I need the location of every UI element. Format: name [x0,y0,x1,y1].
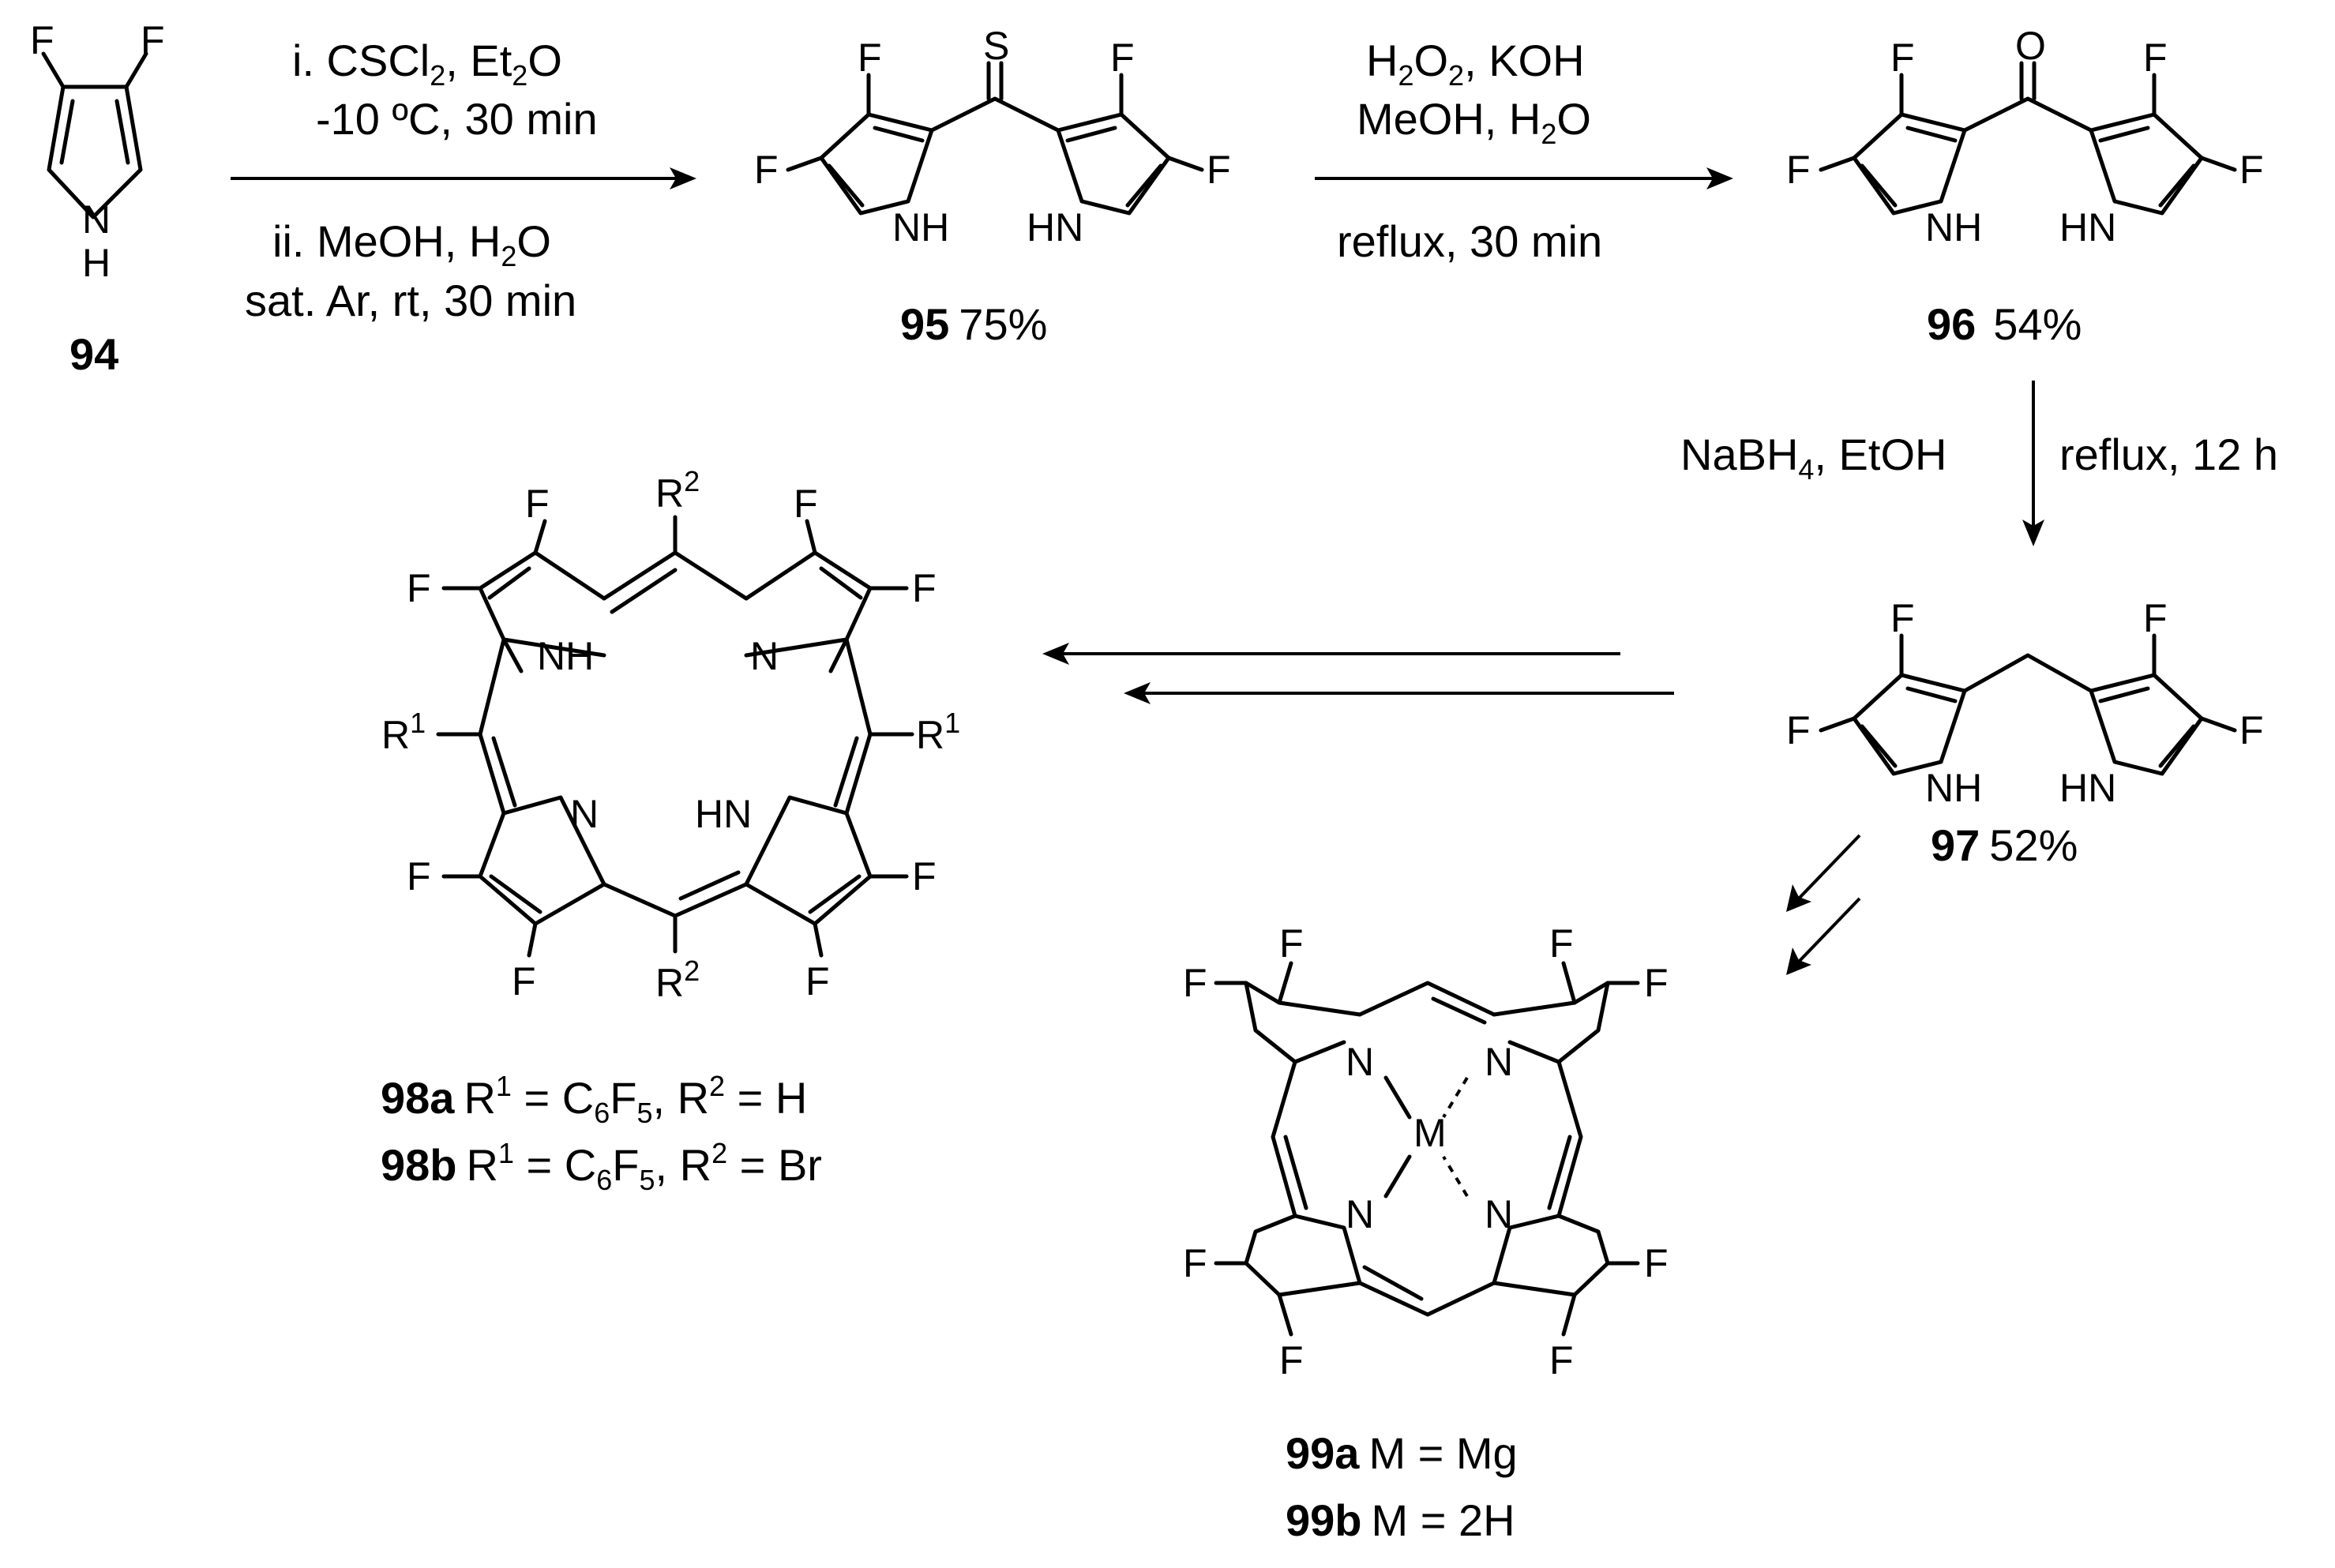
atom-f: F [1549,921,1574,966]
atom-hn: HN [1027,205,1083,249]
atom-f: F [1644,1241,1669,1285]
atom-nh-n: N [82,197,111,242]
atom-f: F [1644,961,1669,1005]
atom-nh: NH [1925,205,1982,249]
atom-f: F [1890,36,1915,80]
atom-nh: NH [892,205,949,249]
atom-f: F [1786,708,1811,752]
svg-text:reflux, 30 min: reflux, 30 min [1337,216,1602,266]
atom-f: F [2143,596,2168,640]
atom-f: F [2239,148,2264,192]
atom-f: F [805,959,830,1003]
svg-text:H2O2, KOH: H2O2, KOH [1366,36,1585,92]
atom-f: F [1183,961,1207,1005]
atom-nh: NH [537,634,594,678]
atom-f: F [525,482,550,526]
double-arrow-to-99 [1786,834,1861,975]
atom-n: N [570,792,599,836]
compound-94-label: 94 [69,329,118,379]
atom-f: F [141,18,165,62]
atom-n: N [750,634,779,678]
atom-f: F [1207,148,1231,192]
atom-f: F [754,148,779,192]
atom-f: F [1110,36,1135,80]
atom-r2: R2 [655,955,700,1005]
atom-f: F [1786,148,1811,192]
atom-f: F [912,854,937,898]
svg-text:i. CSCl2, Et2O: i. CSCl2, Et2O [292,36,562,92]
atom-f: F [2143,36,2168,80]
atom-f: F [1279,921,1304,966]
svg-text:sat. Ar, rt, 30 min: sat. Ar, rt, 30 min [245,276,576,325]
atom-r1: R1 [381,707,426,757]
svg-text:reflux, 12 h: reflux, 12 h [2059,430,2278,479]
step1-conditions: i. CSCl2, Et2O -10 ºC, 30 min ii. MeOH, … [231,36,696,325]
svg-text:ii. MeOH, H2O: ii. MeOH, H2O [272,216,551,272]
atom-f: F [1549,1338,1574,1382]
atom-o: O [2015,24,2046,68]
atom-f: F [30,18,54,62]
atom-f: F [407,854,431,898]
atom-r1: R1 [916,707,960,757]
atom-f: F [512,959,536,1003]
atom-f: F [1890,596,1915,640]
atom-f: F [2239,708,2264,752]
svg-text:-10 ºC, 30 min: -10 ºC, 30 min [316,94,598,144]
atom-f: F [1279,1338,1304,1382]
atom-hn: HN [2059,766,2116,810]
compound-94: F F N H 94 [30,18,165,379]
double-arrow-to-98 [1042,643,1674,704]
compound-98: F F F F R2 NH N R1 R1 N HN F F F F R2 98… [381,465,960,1196]
atom-r2: R2 [655,465,700,516]
atom-f: F [794,482,818,526]
svg-text:NaBH4, EtOH: NaBH4, EtOH [1680,430,1946,486]
atom-n: N [1346,1040,1374,1084]
atom-m: M [1413,1111,1447,1155]
atom-hn: HN [2059,205,2116,249]
atom-f: F [407,566,431,610]
atom-s: S [983,24,1009,68]
atom-n: N [1346,1192,1374,1236]
atom-f: F [912,566,937,610]
atom-hn: HN [695,792,752,836]
step2-conditions: H2O2, KOH MeOH, H2O reflux, 30 min [1315,36,1733,266]
atom-nh: NH [1925,766,1982,810]
atom-n: N [1485,1192,1513,1236]
atom-n: N [1485,1040,1513,1084]
atom-f: F [858,36,882,80]
atom-f: F [1183,1241,1207,1285]
svg-text:MeOH, H2O: MeOH, H2O [1357,94,1591,150]
atom-nh-h: H [82,241,111,285]
step3-conditions: NaBH4, EtOH reflux, 12 h [1680,381,2278,546]
